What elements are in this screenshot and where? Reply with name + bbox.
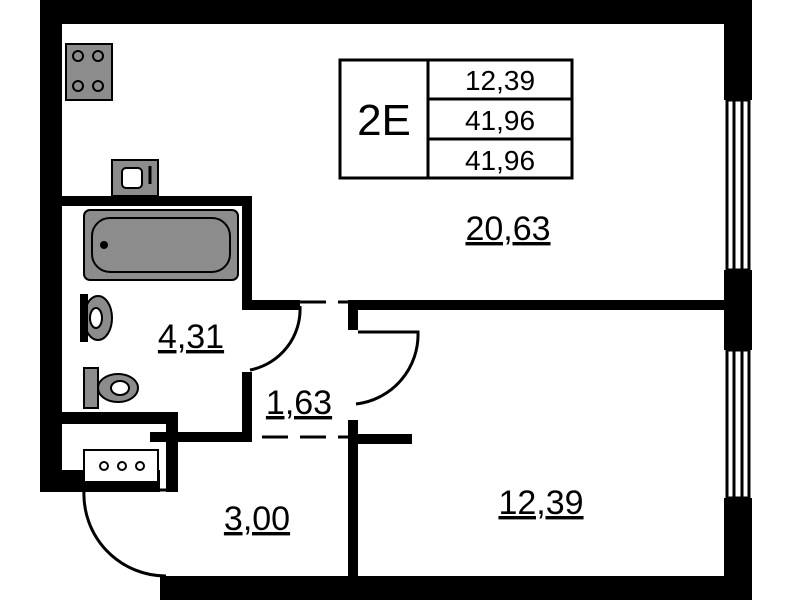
summary-gross-area: 41,96 <box>465 145 535 176</box>
washbasin-icon <box>80 294 113 342</box>
sink-icon <box>111 159 159 197</box>
wall-bath-top <box>60 196 250 206</box>
summary-table: 2E 12,39 41,96 41,96 <box>338 58 574 180</box>
room-area-bathroom: 4,31 <box>158 318 224 356</box>
electrical-panel-icon <box>83 449 159 483</box>
bathtub-icon <box>83 209 239 281</box>
summary-total-area: 41,96 <box>465 105 535 136</box>
wall-bedroom-left <box>348 420 358 580</box>
room-area-bedroom: 12,39 <box>498 484 583 522</box>
wall-bedroom-corner <box>348 300 378 310</box>
wall-bedroom-left-nib <box>348 434 412 444</box>
wall-bath-right <box>242 196 252 308</box>
wall-bedroom-left-stub <box>348 300 358 330</box>
unit-code: 2E <box>357 96 411 145</box>
wall-bath-bottom <box>150 432 250 442</box>
door-bath-arc <box>249 305 302 372</box>
door-bedroom-arc <box>355 330 420 406</box>
wall-top <box>40 0 752 24</box>
room-area-hall: 3,00 <box>224 500 290 538</box>
wall-cabinet <box>60 412 178 424</box>
stove-icon <box>65 43 113 101</box>
window-kitchen <box>725 98 751 272</box>
door-entrance-arc <box>82 489 167 578</box>
doors <box>82 305 420 578</box>
interior-walls <box>60 196 728 580</box>
wall-bottom <box>160 576 752 600</box>
wall-bedroom-top <box>376 300 728 310</box>
opening-lines <box>262 300 350 439</box>
wall-left <box>40 0 62 492</box>
wall-bath-door-jamb <box>242 372 252 442</box>
wall-right-upper <box>724 0 752 100</box>
toilet-icon <box>83 367 139 409</box>
summary-living-area: 12,39 <box>465 65 535 96</box>
room-area-corridor: 1,63 <box>266 384 332 422</box>
wall-cabinet-right <box>166 412 178 492</box>
wall-bath-shelf <box>242 300 300 310</box>
room-area-kitchen-living: 20,63 <box>465 210 550 248</box>
window-bedroom <box>725 348 751 500</box>
wall-right-middle <box>724 270 752 350</box>
